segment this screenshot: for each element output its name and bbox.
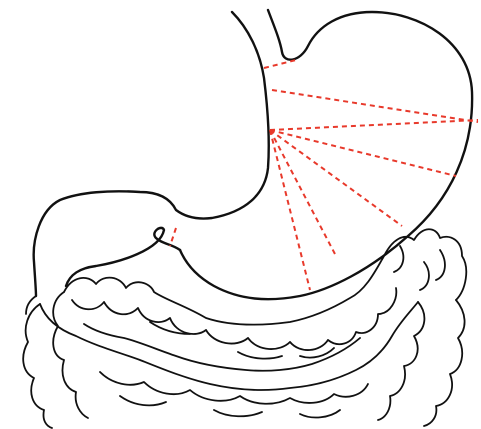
colon	[23, 229, 466, 428]
colon-inner-fold	[84, 322, 360, 371]
division-line	[270, 130, 310, 290]
stomach	[34, 10, 472, 299]
colon-lower-loops	[100, 372, 368, 417]
colon-haustra	[72, 288, 396, 350]
division-line	[270, 130, 456, 176]
division-line	[170, 228, 176, 246]
colon-ascending	[23, 292, 88, 428]
colon-upper-border	[64, 229, 466, 324]
division-line	[270, 120, 478, 130]
stomach-greater-curvature	[180, 10, 472, 299]
division-line	[272, 90, 478, 122]
division-lines	[170, 60, 478, 290]
division-line	[270, 130, 336, 256]
division-line	[264, 60, 296, 68]
colon-lower-border	[40, 302, 418, 390]
stomach-lesser-curvature	[34, 12, 269, 296]
